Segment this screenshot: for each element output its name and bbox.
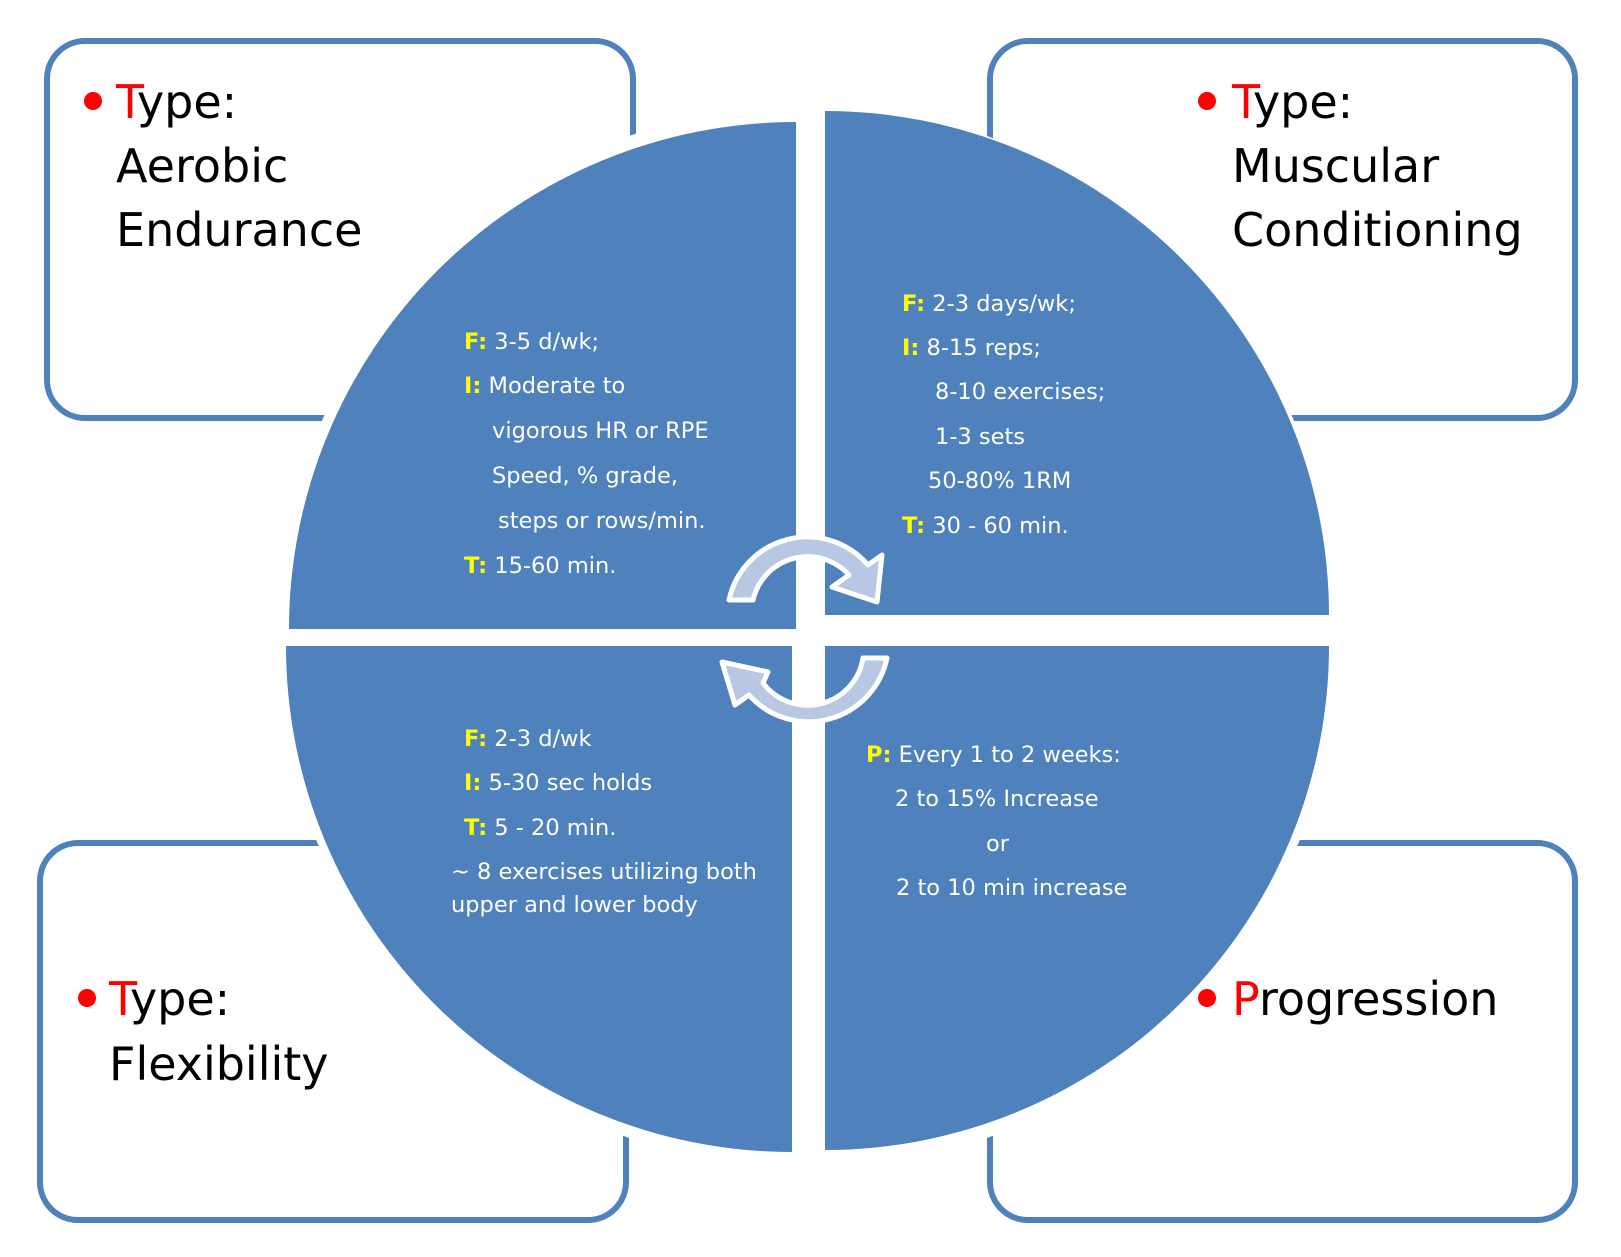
svg-text:Type:: Type: — [115, 75, 237, 129]
quadrant-flexibility — [286, 646, 792, 1152]
svg-text:T: 15-60 min.: T: 15-60 min. — [464, 553, 616, 579]
svg-text:Type:: Type: — [108, 972, 230, 1026]
cycle-arrow-top-icon — [726, 534, 885, 605]
title-muscular: Type: Muscular Conditioning — [1198, 75, 1523, 257]
bullet-icon — [1198, 92, 1216, 110]
svg-text:I: Moderate to: I: Moderate to — [464, 373, 625, 399]
bullet-icon — [1198, 989, 1216, 1007]
svg-text:I: 8-15 reps;: I: 8-15 reps; — [902, 335, 1041, 361]
bullet-icon — [84, 92, 102, 110]
title-flexibility-line2: Flexibility — [109, 1037, 329, 1091]
quadrant-muscular — [825, 111, 1329, 615]
quadrant-progression — [825, 646, 1329, 1150]
svg-text:T: 30 - 60 min.: T: 30 - 60 min. — [902, 513, 1069, 539]
svg-text:Progression: Progression — [1232, 972, 1498, 1026]
svg-text:steps or rows/min.: steps or rows/min. — [498, 508, 706, 534]
progression-details: P: Every 1 to 2 weeks: 2 to 15% Increase… — [866, 742, 1127, 901]
aerobic-details: F: 3-5 d/wk; I: Moderate to vigorous HR … — [464, 329, 709, 579]
quadrant-aerobic — [289, 122, 796, 629]
title-muscular-line2: Muscular — [1232, 139, 1439, 193]
svg-text:T: 5 - 20 min.: T: 5 - 20 min. — [464, 815, 616, 841]
svg-text:~ 8 exercises utilizing both: ~ 8 exercises utilizing both — [451, 859, 757, 885]
svg-text:upper and lower body: upper and lower body — [451, 892, 698, 918]
title-progression: Progression — [1198, 972, 1498, 1026]
svg-text:2 to 10 min increase: 2 to 10 min increase — [896, 875, 1127, 901]
title-aerobic: Type: Aerobic Endurance — [84, 75, 362, 257]
flexibility-details: F: 2-3 d/wk I: 5-30 sec holds T: 5 - 20 … — [451, 726, 757, 918]
svg-text:2 to 15% Increase: 2 to 15% Increase — [895, 786, 1099, 812]
svg-text:F: 2-3 days/wk;: F: 2-3 days/wk; — [902, 291, 1076, 317]
title-aerobic-line2: Aerobic — [116, 139, 288, 193]
svg-text:F: 2-3 d/wk: F: 2-3 d/wk — [464, 726, 592, 752]
bullet-icon — [78, 989, 96, 1007]
svg-text:P: Every 1 to 2 weeks:: P: Every 1 to 2 weeks: — [866, 742, 1121, 768]
svg-text:8-10 exercises;: 8-10 exercises; — [935, 379, 1105, 405]
svg-text:Speed, % grade,: Speed, % grade, — [492, 463, 678, 489]
muscular-details: F: 2-3 days/wk; I: 8-15 reps; 8-10 exerc… — [902, 291, 1105, 539]
title-aerobic-line3: Endurance — [116, 203, 362, 257]
svg-text:F: 3-5 d/wk;: F: 3-5 d/wk; — [464, 329, 599, 355]
svg-text:or: or — [986, 831, 1010, 857]
svg-text:I: 5-30 sec holds: I: 5-30 sec holds — [464, 770, 652, 796]
cycle-arrow-bottom-icon — [719, 655, 890, 725]
svg-text:1-3 sets: 1-3 sets — [935, 424, 1025, 450]
title-muscular-line3: Conditioning — [1232, 203, 1523, 257]
title-flexibility: Type: Flexibility — [78, 972, 329, 1091]
svg-text:50-80% 1RM: 50-80% 1RM — [928, 468, 1071, 494]
svg-text:vigorous HR or RPE: vigorous HR or RPE — [492, 418, 709, 444]
svg-text:Type:: Type: — [1231, 75, 1353, 129]
